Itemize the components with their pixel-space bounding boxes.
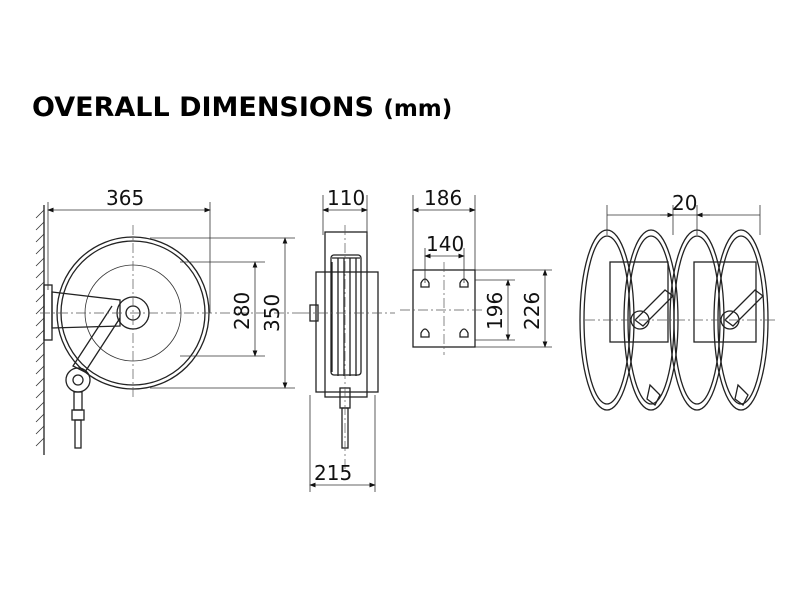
dim-110: 110 (327, 186, 365, 210)
dim-196: 196 (483, 292, 507, 330)
mounting-plate-view: 186 140 196 226 (400, 186, 552, 355)
side-view: 110 215 (300, 186, 395, 492)
dim-226: 226 (520, 292, 544, 330)
page-title: OVERALL DIMENSIONS (mm) (32, 92, 452, 123)
multiple-reels-view: 20 (579, 191, 775, 411)
front-view: 365 280 350 (35, 186, 300, 455)
title-unit: (mm) (383, 96, 453, 122)
dim-280: 280 (230, 292, 254, 330)
dim-365: 365 (106, 186, 144, 210)
dim-350: 350 (260, 294, 284, 332)
dim-186: 186 (424, 186, 462, 210)
dim-215: 215 (314, 461, 352, 485)
dim-20: 20 (672, 191, 697, 215)
dim-140: 140 (426, 232, 464, 256)
title-main: OVERALL DIMENSIONS (32, 92, 374, 123)
